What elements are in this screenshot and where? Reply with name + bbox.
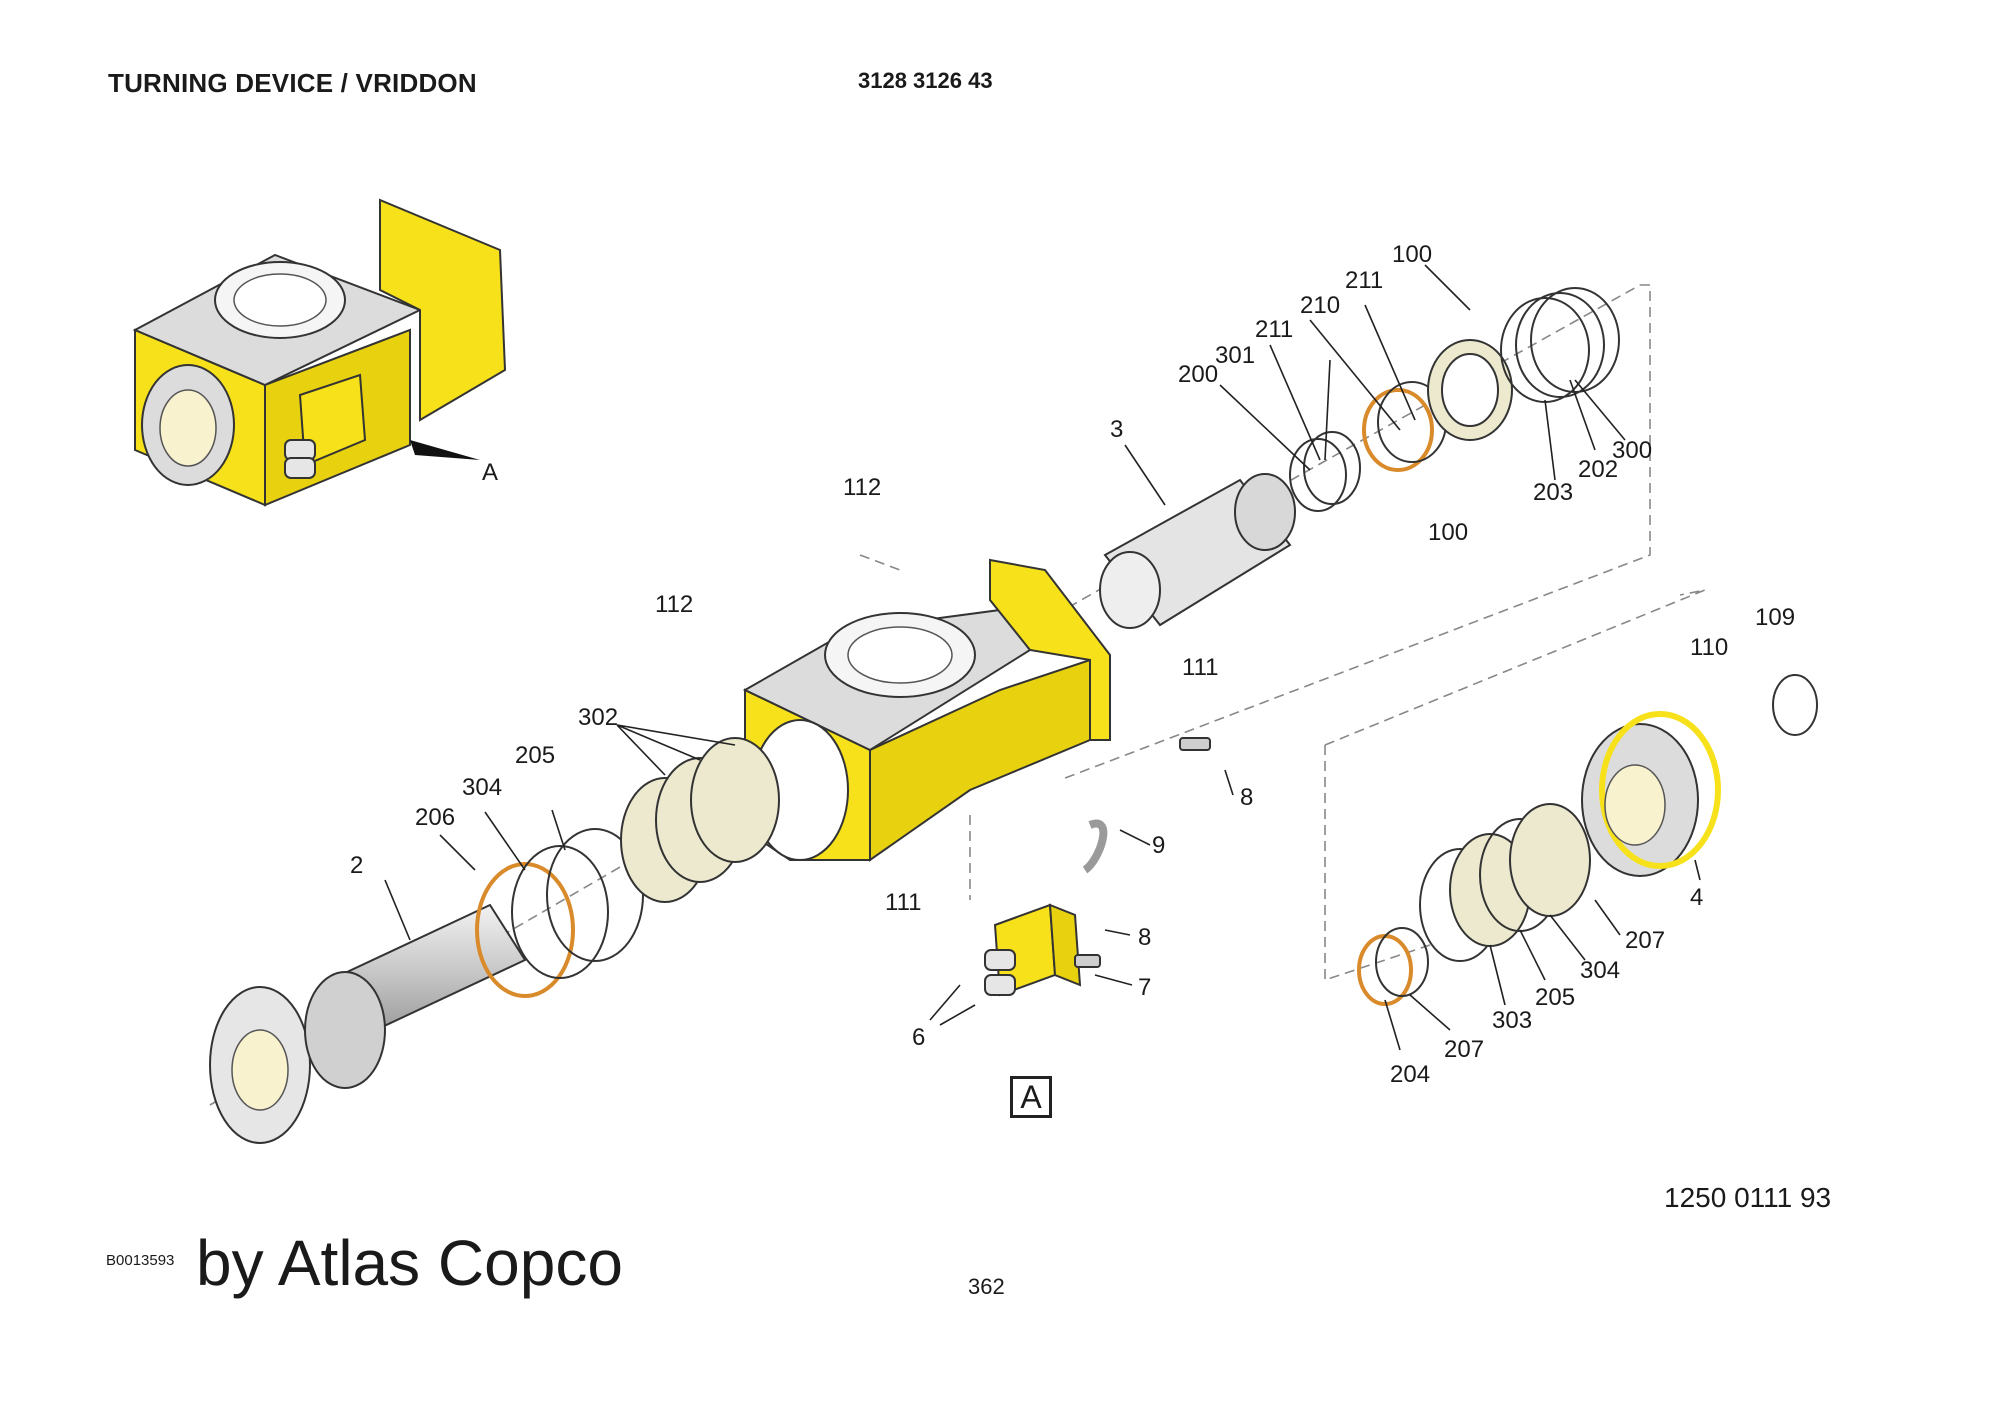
callout-100-lower: 100 — [1428, 519, 1468, 546]
callout-300: 300 — [1612, 437, 1652, 464]
part-number: 1250 0111 93 — [1664, 1182, 1832, 1213]
part-6-valve-block — [984, 737, 1211, 997]
callout-205-right: 205 — [1535, 984, 1575, 1011]
callout-8-upper: 8 — [1240, 784, 1253, 811]
seal-rings-upper — [1289, 287, 1620, 512]
callout-304-right: 304 — [1580, 957, 1620, 984]
callout-112-lower: 112 — [655, 591, 693, 618]
image-id: B0013593 — [106, 1252, 175, 1269]
part-4-cover-assembly — [1357, 674, 1818, 1006]
callout-100-upper: 100 — [1392, 241, 1432, 268]
callout-207-right: 207 — [1625, 927, 1665, 954]
callout-111-upper: 111 — [1182, 654, 1218, 681]
callout-204: 204 — [1390, 1061, 1430, 1088]
callout-210: 210 — [1300, 292, 1340, 319]
callout-211-right: 211 — [1345, 267, 1383, 294]
callout-211-left: 211 — [1255, 316, 1293, 343]
callout-labels: 2 3 4 6 7 8 8 9 100 100 109 110 111 111 … — [350, 241, 1795, 1088]
callout-2: 2 — [350, 852, 363, 879]
leader-lines — [384, 264, 1701, 1051]
callout-110: 110 — [1690, 634, 1728, 661]
callout-8-lower: 8 — [1138, 924, 1151, 951]
brand-watermark: by Atlas Copco — [196, 1227, 623, 1299]
callout-109: 109 — [1755, 604, 1795, 631]
callout-206: 206 — [415, 804, 455, 831]
page-title: TURNING DEVICE / VRIDDON — [108, 68, 477, 98]
callout-303: 303 — [1492, 1007, 1532, 1034]
callout-9: 9 — [1152, 832, 1165, 859]
seal-rings-left — [475, 737, 780, 998]
callout-4: 4 — [1690, 884, 1703, 911]
overview-assembly — [132, 198, 507, 507]
callout-7: 7 — [1138, 974, 1151, 1001]
callout-111-lower: 111 — [885, 889, 921, 916]
callout-202: 202 — [1578, 456, 1618, 483]
callout-203: 203 — [1533, 479, 1573, 506]
callout-304-left: 304 — [462, 774, 502, 801]
callout-3: 3 — [1110, 416, 1123, 443]
document-number: 3128 3126 43 — [858, 68, 993, 93]
detail-marker-a: A — [482, 459, 498, 486]
page-number: 362 — [968, 1274, 1005, 1299]
callout-205-left: 205 — [515, 742, 555, 769]
callout-301: 301 — [1215, 342, 1255, 369]
part-3-sleeve — [1099, 473, 1296, 629]
callout-302: 302 — [578, 704, 618, 731]
callout-112-upper: 112 — [843, 474, 881, 501]
main-housing — [742, 558, 1111, 862]
callout-207-lower: 207 — [1444, 1036, 1484, 1063]
callout-200: 200 — [1178, 361, 1218, 388]
detail-a-box: A — [1010, 1076, 1052, 1118]
callout-6: 6 — [912, 1024, 925, 1051]
